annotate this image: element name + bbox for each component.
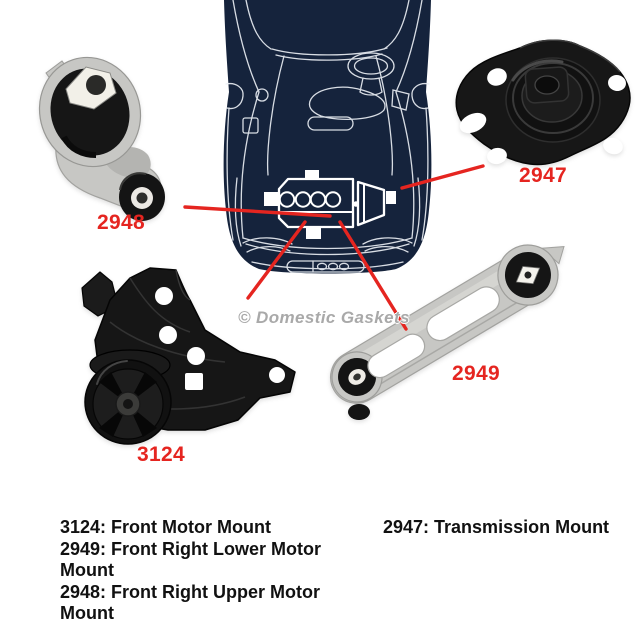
callout-2948: 2948 — [97, 211, 145, 234]
legend-left-column: 3124: Front Motor Mount 2949: Front Righ… — [60, 517, 321, 625]
callout-2947: 2947 — [519, 164, 567, 187]
legend-line: Mount — [60, 560, 114, 580]
engine-schematic — [264, 170, 396, 239]
callout-3124: 3124 — [137, 443, 185, 466]
leader-line-2947 — [400, 164, 485, 190]
mount-2948 — [38, 56, 165, 221]
leader-line-3124 — [246, 220, 307, 300]
legend-line: 3124: Front Motor Mount — [60, 517, 271, 537]
car-body — [223, 0, 432, 274]
legend-line: 2948: Front Right Upper Motor — [60, 581, 320, 602]
legend-line: 2947: Transmission Mount — [383, 517, 610, 537]
mount-3124 — [81, 267, 296, 445]
legend-line: 2949: Front Right Lower Motor — [60, 538, 321, 559]
callout-2949: 2949 — [452, 362, 500, 385]
leader-line-2948 — [183, 205, 332, 218]
watermark-text: © Domestic Gaskets — [238, 308, 410, 327]
legend-line: Mount — [60, 603, 114, 623]
legend-right-column: 2947: Transmission Mount — [383, 517, 609, 539]
mount-2947 — [455, 39, 631, 166]
